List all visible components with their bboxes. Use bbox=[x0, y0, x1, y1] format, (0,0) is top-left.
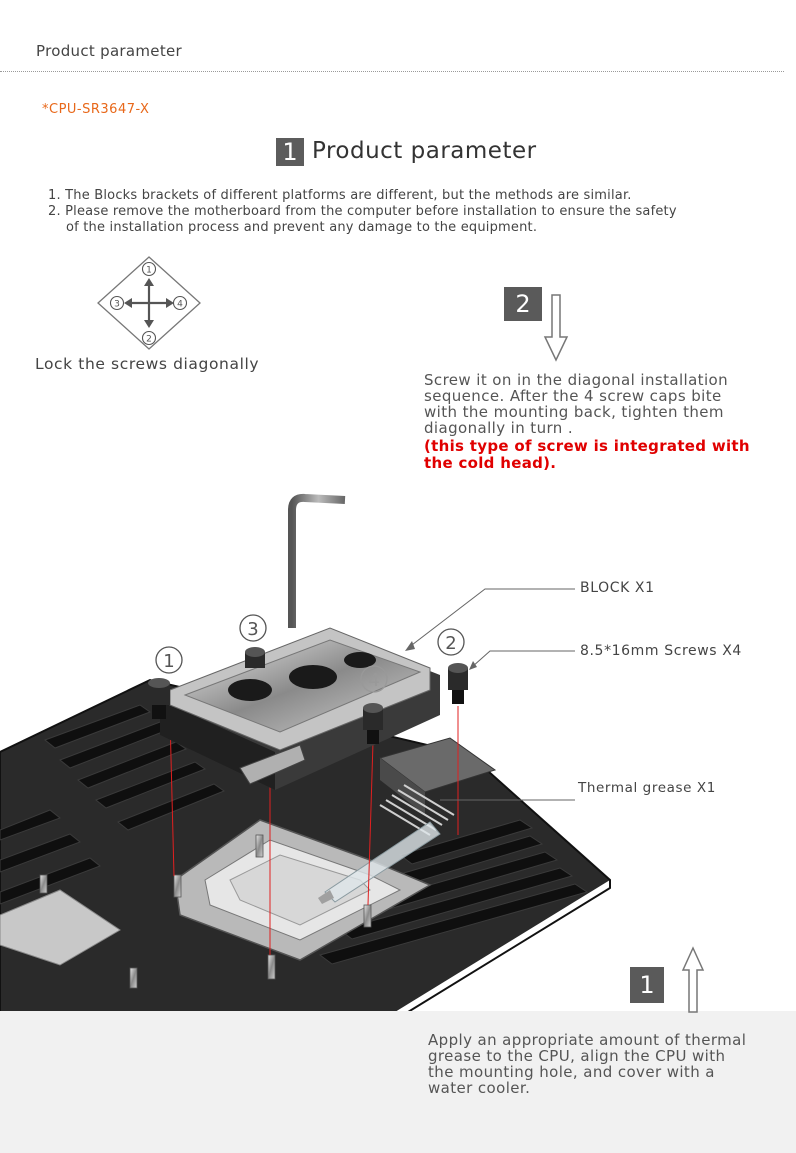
diamond-outline bbox=[97, 256, 201, 350]
section-number-badge: 1 bbox=[276, 138, 304, 166]
step-2-text-line: Screw it on in the diagonal installation bbox=[424, 371, 729, 389]
screw-number-4: 4 bbox=[368, 670, 379, 691]
screw-circle-2 bbox=[437, 628, 465, 656]
water-block bbox=[160, 627, 440, 790]
callout-leaders bbox=[407, 588, 575, 801]
down-arrow-icon bbox=[543, 294, 569, 362]
step-1-text-line: grease to the CPU, align the CPU with bbox=[428, 1047, 726, 1065]
diamond-number-4: 4 bbox=[177, 300, 183, 310]
up-arrow-icon bbox=[681, 946, 705, 1013]
step-1-text-line: water cooler. bbox=[428, 1079, 531, 1097]
diamond-circle-1 bbox=[141, 261, 157, 277]
alignment-lines bbox=[169, 706, 459, 955]
screw-number-2: 2 bbox=[445, 633, 456, 654]
step-1-panel bbox=[0, 1011, 796, 1153]
step-2-text-line: sequence. After the 4 screw caps bite bbox=[424, 387, 722, 405]
diamond-number-3: 3 bbox=[114, 300, 120, 310]
step-2-text-line: diagonally in turn . bbox=[424, 419, 574, 437]
screw-circle-1 bbox=[155, 646, 183, 674]
section-title: Product parameter bbox=[312, 138, 537, 164]
diamond-circle-3 bbox=[109, 295, 125, 311]
screw-number-1: 1 bbox=[163, 651, 174, 672]
allen-wrench bbox=[288, 493, 346, 628]
step-1-badge: 1 bbox=[630, 967, 664, 1003]
step-1-text-line: Apply an appropriate amount of thermal bbox=[428, 1031, 747, 1049]
block-label: BLOCK X1 bbox=[580, 580, 655, 596]
model-code: *CPU-SR3647-X bbox=[42, 102, 150, 117]
ram-slots bbox=[0, 704, 589, 965]
diagonal-order-diagram: 1 2 3 4 bbox=[97, 256, 201, 350]
secondary-socket bbox=[0, 889, 121, 966]
diamond-circle-4 bbox=[172, 295, 188, 311]
step-2-warning-line: the cold head). bbox=[424, 454, 557, 472]
screws-label: 8.5*16mm Screws X4 bbox=[580, 643, 742, 659]
note-line: of the installation process and prevent … bbox=[66, 220, 538, 235]
step-2-badge: 2 bbox=[504, 287, 542, 321]
installation-illustration: 1 2 3 4 bbox=[0, 493, 611, 1020]
step-2-text-line: with the mounting back, tighten them bbox=[424, 403, 724, 421]
page-header-title: Product parameter bbox=[36, 42, 183, 60]
screw-number-3: 3 bbox=[247, 619, 258, 640]
note-line: 2. Please remove the motherboard from th… bbox=[48, 204, 677, 219]
thermal-grease-syringe bbox=[318, 821, 441, 904]
cross-arrows-icon bbox=[129, 283, 169, 323]
diamond-caption: Lock the screws diagonally bbox=[35, 355, 260, 373]
diamond-circle-2 bbox=[141, 330, 157, 346]
thermal-grease-label: Thermal grease X1 bbox=[578, 780, 716, 796]
note-line: 1. The Blocks brackets of different plat… bbox=[48, 188, 632, 203]
diamond-number-1: 1 bbox=[146, 266, 152, 276]
screw-circle-4 bbox=[360, 665, 388, 693]
standoff-posts bbox=[39, 834, 372, 989]
screw-circle-3 bbox=[239, 614, 267, 642]
mounting-screws bbox=[148, 647, 468, 744]
header-divider bbox=[0, 71, 784, 72]
diamond-number-2: 2 bbox=[146, 335, 152, 345]
step-2-warning-line: (this type of screw is integrated with bbox=[424, 437, 750, 455]
step-1-text-line: the mounting hole, and cover with a bbox=[428, 1063, 715, 1081]
